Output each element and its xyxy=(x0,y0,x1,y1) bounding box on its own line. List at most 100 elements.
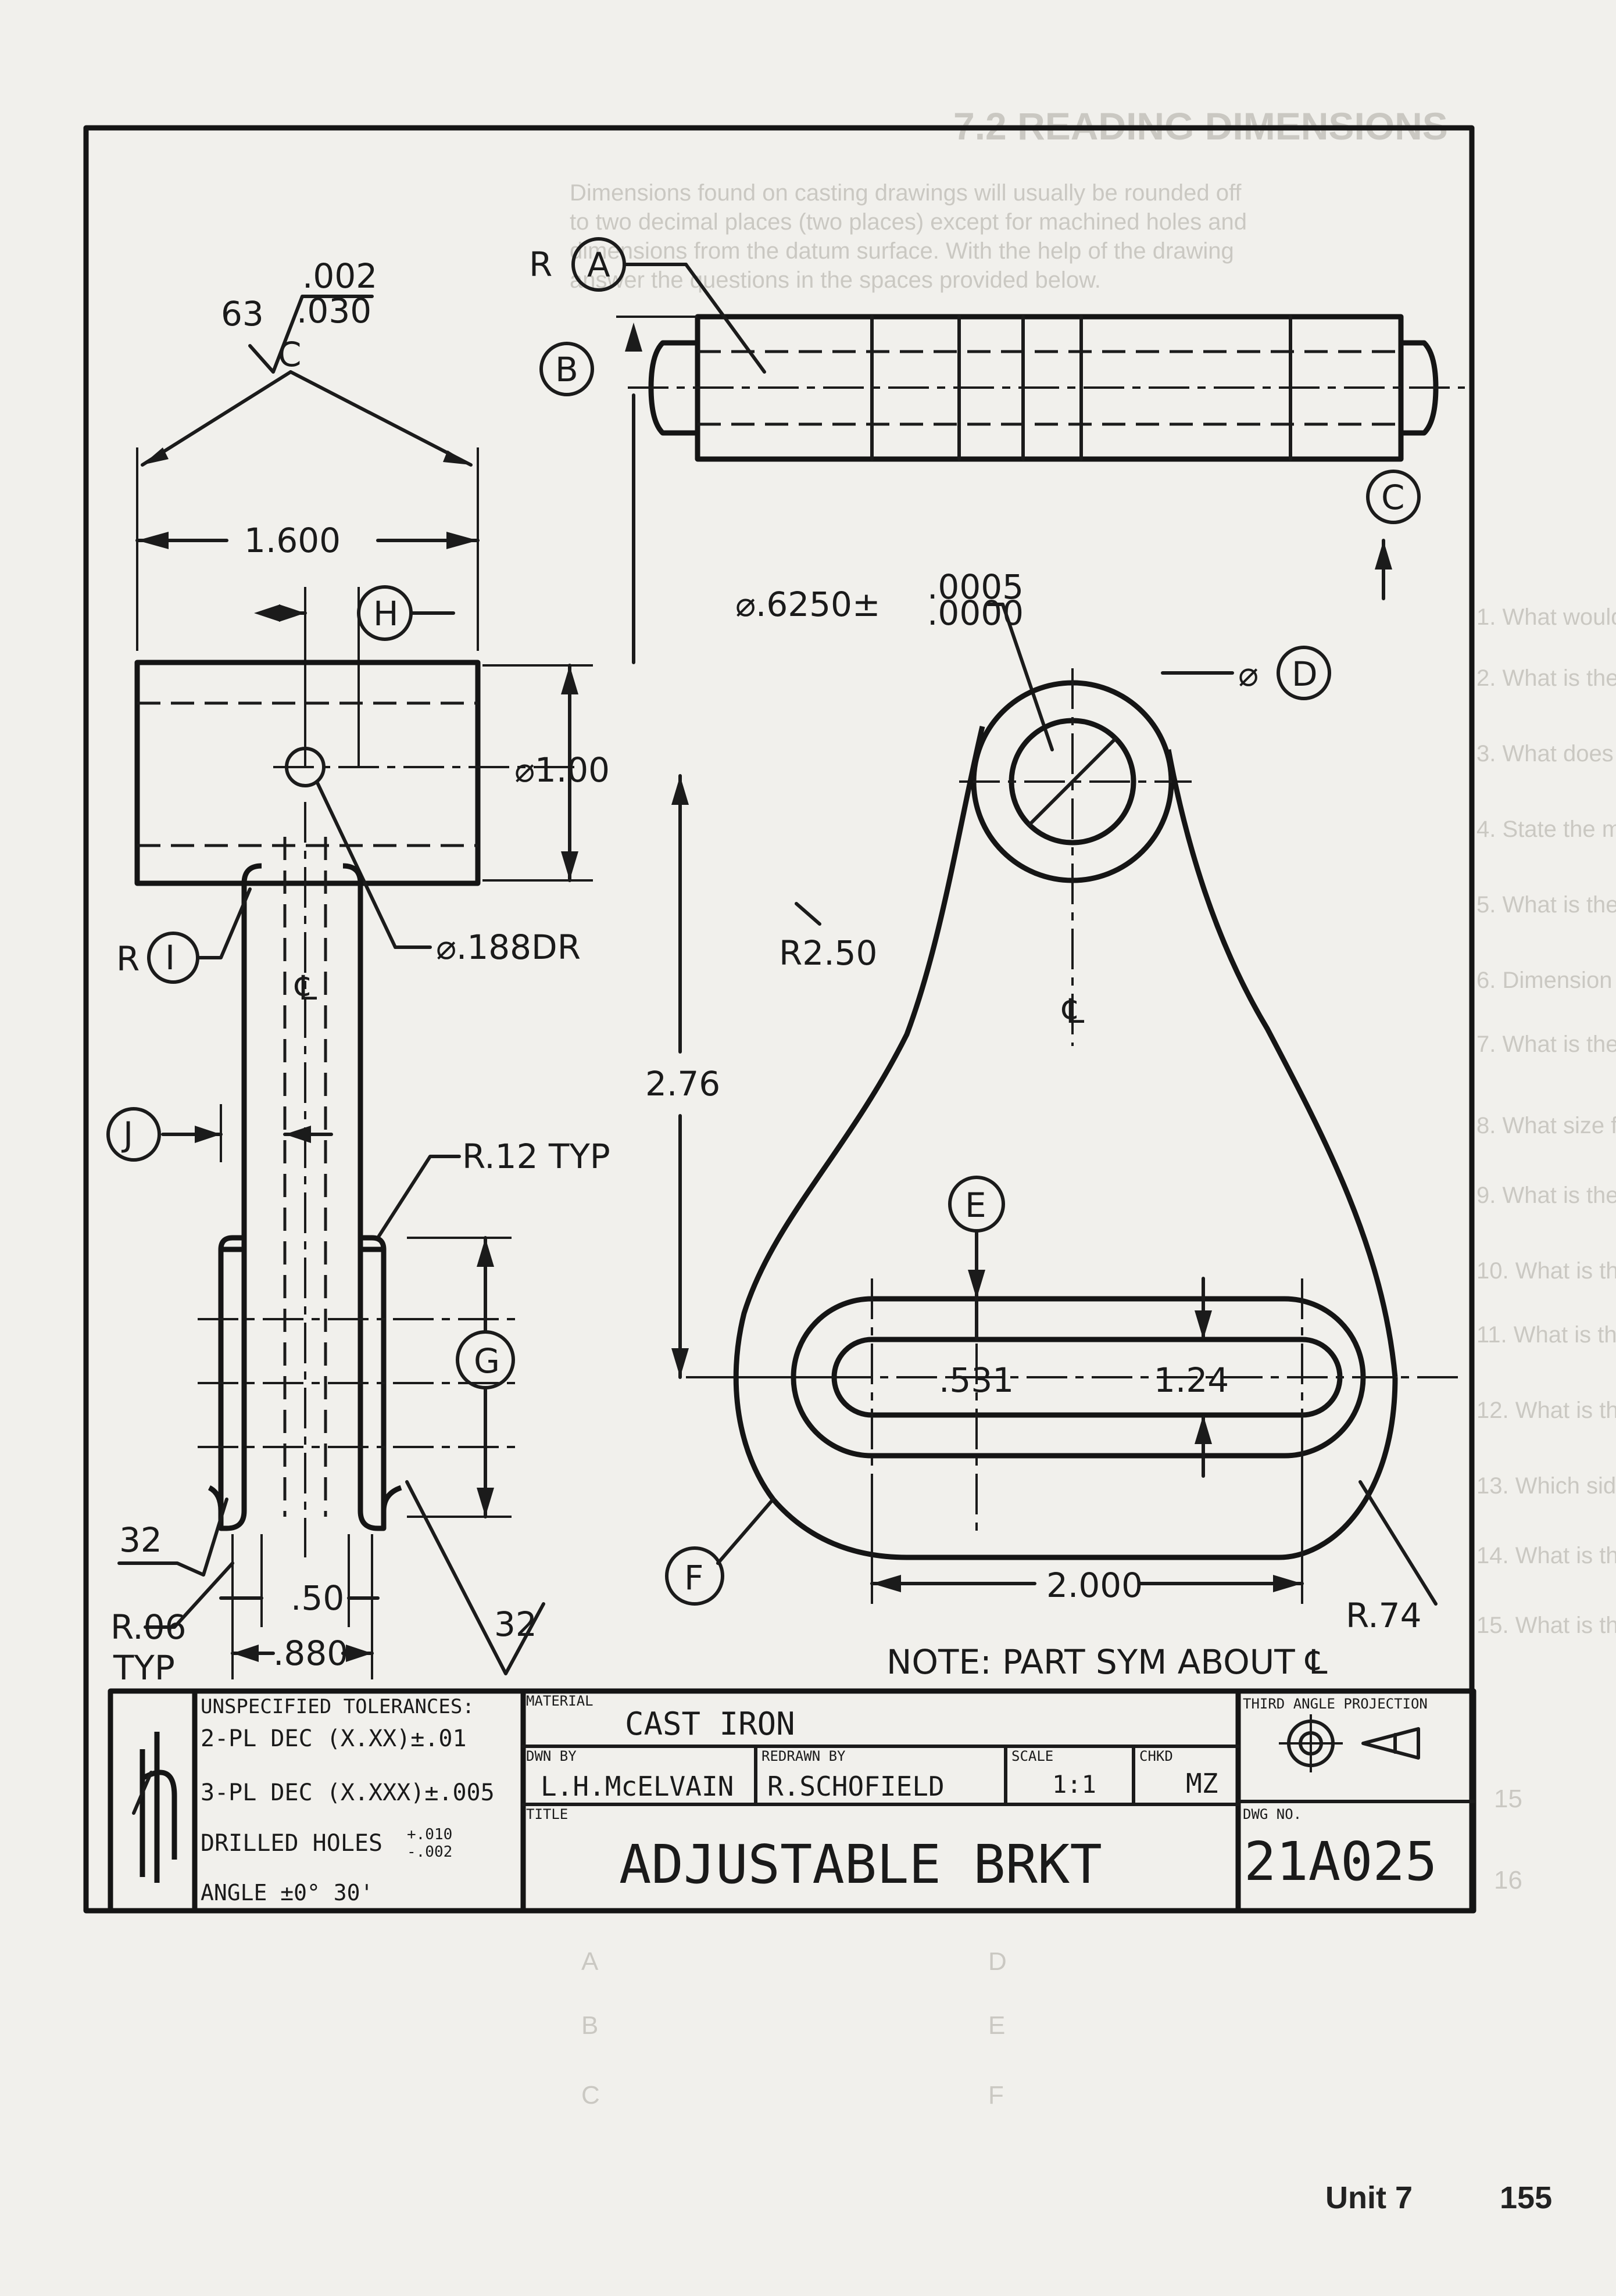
front-stem-outline xyxy=(241,883,363,1511)
callout-g-label: G xyxy=(474,1341,500,1381)
callout-d-label: D xyxy=(1292,654,1318,694)
leader-line xyxy=(141,370,292,467)
leader-line xyxy=(795,902,821,926)
background-answer-row: E xyxy=(988,2011,1005,2040)
note-symmetry: NOTE: PART SYM ABOUT ℄ xyxy=(886,1642,1327,1682)
dim-small-radius-typ: TYP xyxy=(113,1648,175,1688)
side-body-outline xyxy=(733,725,1398,1560)
drilled-tol-top: +.010 xyxy=(407,1826,452,1843)
leader-line xyxy=(376,1155,461,1240)
background-question: 10. What is the nominal size of the coun… xyxy=(1476,1258,1616,1284)
dim-boss-text: ⌀1.00 xyxy=(514,750,610,790)
scale-value: 1:1 xyxy=(1052,1770,1096,1799)
callout-f-label: F xyxy=(684,1558,703,1597)
material-value: CAST IRON xyxy=(625,1706,795,1742)
arrowhead xyxy=(561,851,578,880)
background-question: 9. What is the maximum overall height? xyxy=(1476,1183,1616,1208)
footer-unit: Unit 7 xyxy=(1325,2180,1413,2215)
front-base-flange xyxy=(218,1235,387,1250)
dim-height-text: 2.76 xyxy=(645,1064,720,1104)
front-view: 63 .002 .030 C 1.600 H xyxy=(106,256,610,1688)
arrowhead xyxy=(1273,1575,1302,1592)
arrowhead xyxy=(142,447,169,465)
arrowhead xyxy=(671,776,689,805)
background-question: 5. What is the maximum width at the slot… xyxy=(1476,892,1616,918)
callout-b-circle xyxy=(539,342,594,396)
arrowhead xyxy=(446,532,478,549)
redrawn-by-value: R.SCHOFIELD xyxy=(767,1771,945,1802)
slot-outer xyxy=(791,1296,1366,1459)
arrowhead xyxy=(625,323,642,352)
leader-line xyxy=(1358,1480,1438,1606)
arrowhead xyxy=(1195,1415,1212,1444)
publisher-logo xyxy=(132,1732,177,1883)
front-base-feet xyxy=(208,1485,402,1528)
leader-line xyxy=(315,780,397,949)
surface-symbol-right xyxy=(405,1480,545,1675)
background-answer-row: B xyxy=(581,2011,598,2040)
callout-d-prefix: ⌀ xyxy=(1238,654,1259,694)
arrowhead xyxy=(968,1270,985,1299)
background-answer-row: C xyxy=(581,2081,600,2109)
background-intro-4: answer the questions in the spaces provi… xyxy=(570,267,1101,293)
scale-label: SCALE xyxy=(1011,1748,1053,1764)
redrawn-by-label: REDRAWN BY xyxy=(761,1748,846,1764)
arrowhead xyxy=(477,1488,494,1517)
leader-line xyxy=(684,263,766,374)
background-intro-1: Dimensions found on casting drawings wil… xyxy=(570,180,1242,206)
drawing-title: ADJUSTABLE BRKT xyxy=(619,1833,1102,1896)
tolerances-header: UNSPECIFIED TOLERANCES: xyxy=(201,1695,474,1718)
arrowhead xyxy=(137,532,169,549)
leader-line xyxy=(196,887,252,959)
callout-f-circle xyxy=(665,1546,724,1606)
dimension-line xyxy=(1027,736,1118,827)
dim-bore-tol-bottom: .0000 xyxy=(927,593,1024,633)
arrowhead xyxy=(1195,1310,1212,1339)
surface-symbol-left xyxy=(117,1498,228,1577)
background-question: 8. What size fasteners would be used in … xyxy=(1476,1113,1616,1138)
checked-label: CHKD xyxy=(1139,1748,1173,1764)
dwg-no-label: DWG NO. xyxy=(1243,1806,1302,1822)
background-answer-row: 16 xyxy=(1494,1866,1522,1894)
callout-j-circle xyxy=(106,1107,161,1162)
dim-width-text: 1.600 xyxy=(244,521,341,560)
surface-symbol-left-value: 32 xyxy=(119,1520,162,1560)
dim-fillet-text: R.12 TYP xyxy=(462,1137,610,1176)
material-label: MATERIAL xyxy=(526,1693,594,1709)
arrowhead xyxy=(254,604,280,622)
dim-blend-text: R2.50 xyxy=(779,933,877,973)
background-text-layer: 7.2 READING DIMENSIONS Dimensions found … xyxy=(570,105,1616,2109)
arrowhead xyxy=(477,1238,494,1267)
callout-j-label: J xyxy=(121,1115,133,1154)
background-question: 3. What does the 0.030 mean on the textu… xyxy=(1476,741,1616,766)
callout-a-prefix: R xyxy=(529,245,552,284)
background-answer-row: A xyxy=(581,1947,599,1976)
background-intro-2: to two decimal places (two places) excep… xyxy=(570,209,1247,235)
front-stem-fillets xyxy=(241,863,363,884)
callout-i-prefix: R xyxy=(116,939,140,979)
background-question: 13. Which side of the part is the datum … xyxy=(1476,1473,1616,1499)
callout-h-label: H xyxy=(373,594,399,633)
callout-a-label: A xyxy=(587,245,610,285)
callout-i-label: I xyxy=(165,938,175,977)
dim-slot-center-text: 1.24 xyxy=(1154,1360,1229,1400)
background-answer-row: 15 xyxy=(1494,1785,1522,1813)
background-intro-3: dimensions from the datum surface. With … xyxy=(570,238,1234,264)
background-question: 6. Dimension the thickness of the boss? xyxy=(1476,968,1616,993)
drilled-tol-bottom: -.002 xyxy=(407,1843,452,1861)
callout-e-label: E xyxy=(965,1185,986,1225)
arrowhead xyxy=(671,1348,689,1377)
side-view: R A B C ⌀.6250± .0005 .0000 ⌀ D ℄ xyxy=(482,237,1465,1682)
leader-line xyxy=(986,603,1054,751)
dim-slot-total-text: 2.000 xyxy=(1046,1566,1143,1605)
background-question: 4. State the maximum diameter of the pin… xyxy=(1476,816,1616,842)
title-label: TITLE xyxy=(526,1806,568,1822)
callout-c-circle xyxy=(1366,470,1421,524)
background-question: 15. What is the name of the part? xyxy=(1476,1613,1616,1638)
title-block: UNSPECIFIED TOLERANCES: 2-PL DEC (X.XX)±… xyxy=(108,1688,1476,1914)
dim-slot-width-text: .531 xyxy=(939,1360,1014,1400)
callout-d-circle xyxy=(1277,646,1331,700)
arrowhead xyxy=(561,665,578,694)
tolerance-3pl: 3-PL DEC (X.XXX)±.005 xyxy=(201,1779,495,1806)
